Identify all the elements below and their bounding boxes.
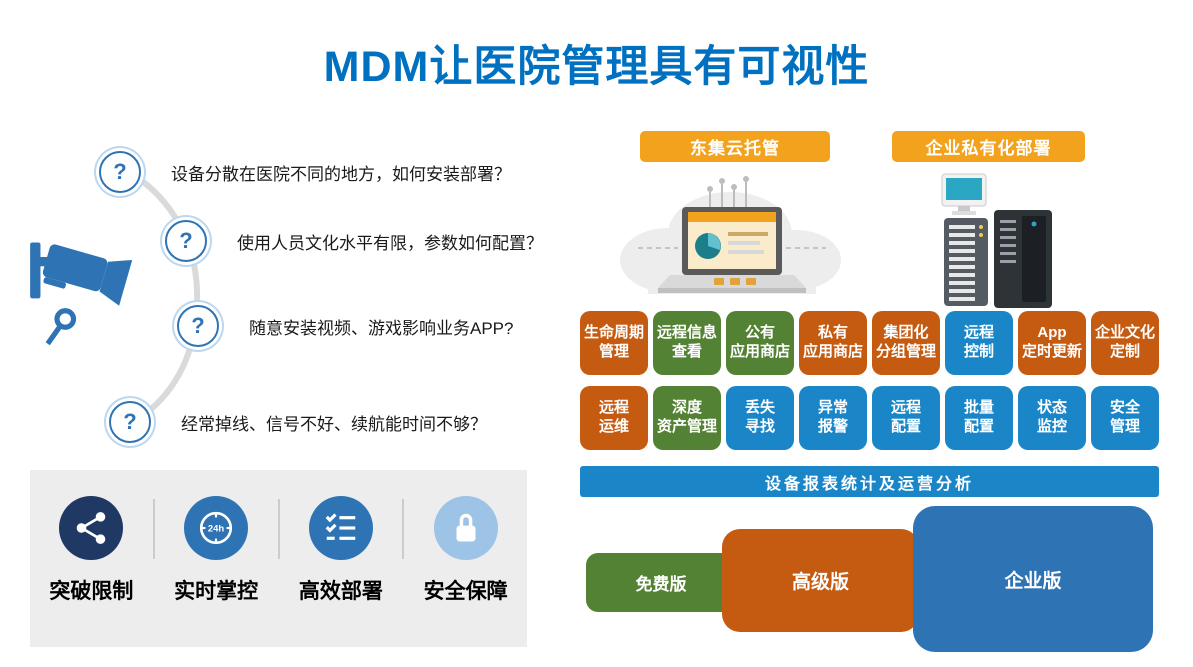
benefit-item-break-limits: 突破限制 xyxy=(49,470,133,647)
feature-tile: 远程 配置 xyxy=(872,386,940,450)
divider xyxy=(277,499,280,559)
benefit-label: 突破限制 xyxy=(49,580,134,603)
benefit-item-efficient-deploy: 高效部署 xyxy=(299,470,383,647)
feature-tile: 生命周期 管理 xyxy=(580,311,648,375)
page-title: MDM让医院管理具有可视性 xyxy=(323,43,870,91)
question-item: ? 随意安装视频、游戏影响业务APP? xyxy=(177,305,513,347)
question-mark-icon: ? xyxy=(165,220,207,262)
question-text: 随意安装视频、游戏影响业务APP? xyxy=(249,318,514,338)
feature-tile: 丢失 寻找 xyxy=(726,386,794,450)
feature-grid: 生命周期 管理 远程信息 查看 公有 应用商店 私有 应用商店 集团化 分组管理… xyxy=(580,311,1159,450)
divider xyxy=(152,499,155,559)
feature-tile: 异常 报警 xyxy=(799,386,867,450)
question-text: 使用人员文化水平有限，参数如何配置？ xyxy=(237,233,543,253)
benefits-panel: 突破限制 24h 实时掌控 xyxy=(30,470,527,647)
analytics-banner: 设备报表统计及运营分析 xyxy=(580,466,1159,497)
cloud-laptop-illustration xyxy=(610,162,850,312)
feature-tile: 私有 应用商店 xyxy=(799,311,867,375)
share-network-icon xyxy=(59,496,124,560)
question-item: ? 设备分散在医院不同的地方，如何安装部署？ xyxy=(99,151,511,193)
version-premium-box: 高级版 xyxy=(722,529,919,632)
question-item: ? 使用人员文化水平有限，参数如何配置？ xyxy=(165,220,543,262)
question-text: 设备分散在医院不同的地方，如何安装部署？ xyxy=(171,164,511,184)
feature-tile: 深度 资产管理 xyxy=(653,386,721,450)
question-mark-glyph: ? xyxy=(179,228,193,253)
question-item: ? 经常掉线、信号不好、续航能时间不够？ xyxy=(109,401,487,443)
version-free-box: 免费版 xyxy=(586,553,736,612)
question-mark-glyph: ? xyxy=(191,313,205,338)
feature-tile: 远程 控制 xyxy=(945,311,1013,375)
question-text: 经常掉线、信号不好、续航能时间不够？ xyxy=(181,414,487,434)
cctv-camera-icon xyxy=(26,226,150,350)
feature-tile: 公有 应用商店 xyxy=(726,311,794,375)
divider xyxy=(402,499,405,559)
feature-tile: 远程 运维 xyxy=(580,386,648,450)
version-enterprise-box: 企业版 xyxy=(913,506,1153,652)
feature-tile: 企业文化 定制 xyxy=(1091,311,1159,375)
question-mark-icon: ? xyxy=(177,305,219,347)
feature-tile: 集团化 分组管理 xyxy=(872,311,940,375)
question-mark-icon: ? xyxy=(99,151,141,193)
benefit-item-realtime-control: 24h 实时掌控 xyxy=(174,470,258,647)
padlock-icon xyxy=(433,496,498,560)
feature-tile: 批量 配置 xyxy=(945,386,1013,450)
question-mark-glyph: ? xyxy=(123,409,137,434)
svg-text:24h: 24h xyxy=(208,524,225,535)
private-deployment-button: 企业私有化部署 xyxy=(892,131,1085,162)
feature-tile: 安全 管理 xyxy=(1091,386,1159,450)
clock-24h-icon: 24h xyxy=(184,496,249,560)
question-mark-glyph: ? xyxy=(113,159,127,184)
checklist-icon xyxy=(308,496,373,560)
cloud-hosting-button: 东集云托管 xyxy=(640,131,830,162)
feature-tile: 远程信息 查看 xyxy=(653,311,721,375)
server-rack-illustration xyxy=(938,170,1068,310)
feature-tile: 状态 监控 xyxy=(1018,386,1086,450)
benefit-label: 高效部署 xyxy=(298,580,383,603)
benefit-label: 安全保障 xyxy=(423,580,508,603)
feature-tile: App 定时更新 xyxy=(1018,311,1086,375)
benefit-item-security: 安全保障 xyxy=(424,470,508,647)
question-mark-icon: ? xyxy=(109,401,151,443)
benefit-label: 实时掌控 xyxy=(174,580,259,603)
question-arc-line xyxy=(118,165,201,428)
